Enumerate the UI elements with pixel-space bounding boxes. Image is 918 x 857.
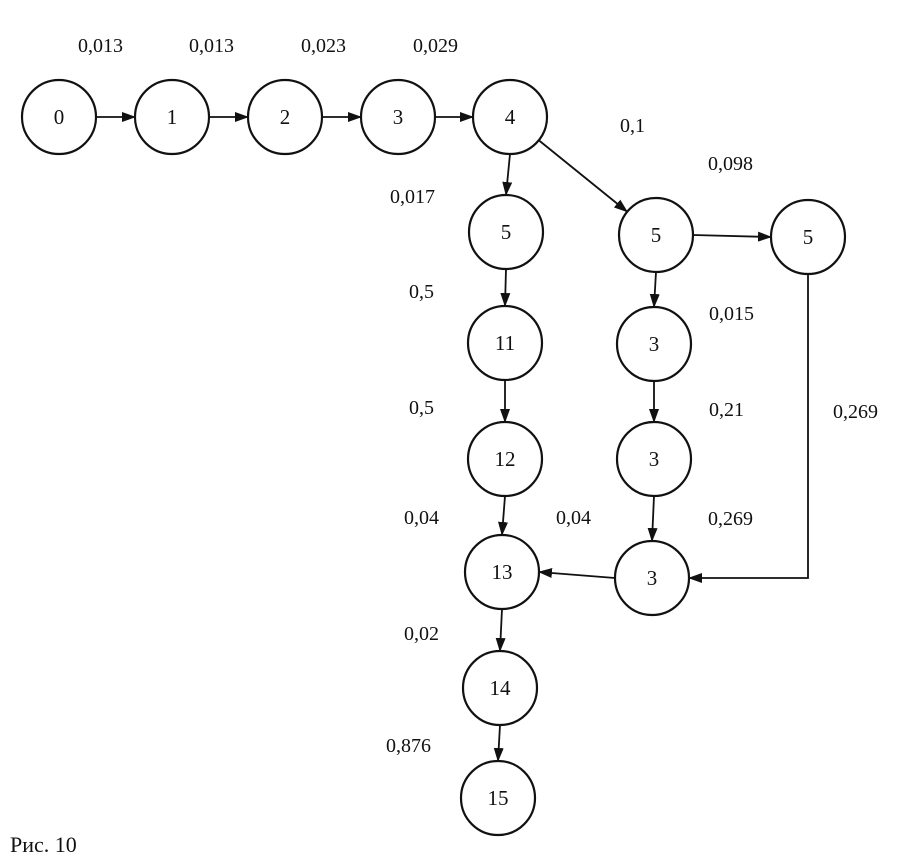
node-n5c: 5 [769, 198, 847, 276]
node-n1: 1 [133, 78, 211, 156]
node-n3a: 3 [615, 305, 693, 383]
edge-weight-label: 0,023 [301, 35, 346, 57]
node-circle [613, 539, 691, 617]
edge-n5b-to-n3a [649, 271, 660, 308]
node-label: 5 [651, 223, 662, 247]
node-n11: 11 [466, 304, 544, 382]
node-circle [359, 78, 437, 156]
edge-weight-label: 0,013 [189, 35, 234, 57]
node-label: 4 [505, 105, 516, 129]
node-circle [769, 198, 847, 276]
node-label: 2 [280, 105, 291, 129]
node-n5b: 5 [617, 196, 695, 274]
node-n0: 0 [20, 78, 98, 156]
node-n3: 3 [359, 78, 437, 156]
node-n5a: 5 [467, 193, 545, 271]
edge-n12-to-n13 [498, 495, 508, 536]
node-n14: 14 [461, 649, 539, 727]
node-circle [463, 533, 541, 611]
edge-weight-label: 0,5 [409, 397, 434, 419]
edge-n5b-to-n5c [692, 231, 772, 242]
edge-n5a-to-n11 [500, 268, 511, 307]
node-circle [615, 305, 693, 383]
edge-weight-label: 0,013 [78, 35, 123, 57]
node-label: 13 [492, 560, 513, 584]
node-label: 3 [647, 566, 658, 590]
node-circle [466, 304, 544, 382]
node-label: 14 [490, 676, 512, 700]
node-label: 0 [54, 105, 65, 129]
node-n4: 4 [471, 78, 549, 156]
edge-weight-label: 0,269 [833, 401, 878, 423]
edge-n14-to-n15 [493, 724, 504, 762]
node-circle [467, 193, 545, 271]
node-label: 12 [495, 447, 516, 471]
node-n12: 12 [466, 420, 544, 498]
node-n13: 13 [463, 533, 541, 611]
figure-caption: Рис. 10 [10, 832, 77, 857]
node-circle [20, 78, 98, 156]
edge-weight-label: 0,5 [409, 281, 434, 303]
edge-n3b-to-n3c [647, 495, 658, 542]
edge-weight-label: 0,04 [404, 507, 439, 529]
edge-weight-label: 0,04 [556, 507, 591, 529]
edge-weight-label: 0,21 [709, 399, 744, 421]
edge-n5c-to-n3c [688, 274, 809, 583]
node-n3c: 3 [613, 539, 691, 617]
edges-layer [96, 112, 809, 762]
node-circle [617, 196, 695, 274]
node-label: 11 [495, 331, 515, 355]
node-n2: 2 [246, 78, 324, 156]
node-circle [461, 649, 539, 727]
edge-weight-label: 0,029 [413, 35, 458, 57]
edge-n4-to-n5a [502, 153, 513, 196]
edge-weight-label: 0,876 [386, 735, 431, 757]
node-circle [466, 420, 544, 498]
edge-weight-label: 0,02 [404, 623, 439, 645]
node-label: 1 [167, 105, 178, 129]
edge-weight-label: 0,269 [708, 508, 753, 530]
edge-weight-label: 0,017 [390, 186, 435, 208]
node-circle [615, 420, 693, 498]
node-circle [246, 78, 324, 156]
node-label: 3 [393, 105, 404, 129]
edge-n3c-to-n13 [538, 568, 616, 579]
node-circle [133, 78, 211, 156]
node-circle [471, 78, 549, 156]
edge-n4-to-n5b [538, 139, 629, 213]
node-circle [459, 759, 537, 837]
node-n3b: 3 [615, 420, 693, 498]
node-label: 5 [501, 220, 512, 244]
edge-n13-to-n14 [495, 608, 506, 652]
node-label: 15 [488, 786, 509, 810]
edge-weight-label: 0,015 [709, 303, 754, 325]
node-label: 3 [649, 332, 660, 356]
edge-weight-label: 0,1 [620, 115, 645, 137]
edge-weight-label: 0,098 [708, 153, 753, 175]
node-label: 3 [649, 447, 660, 471]
node-n15: 15 [459, 759, 537, 837]
node-label: 5 [803, 225, 814, 249]
